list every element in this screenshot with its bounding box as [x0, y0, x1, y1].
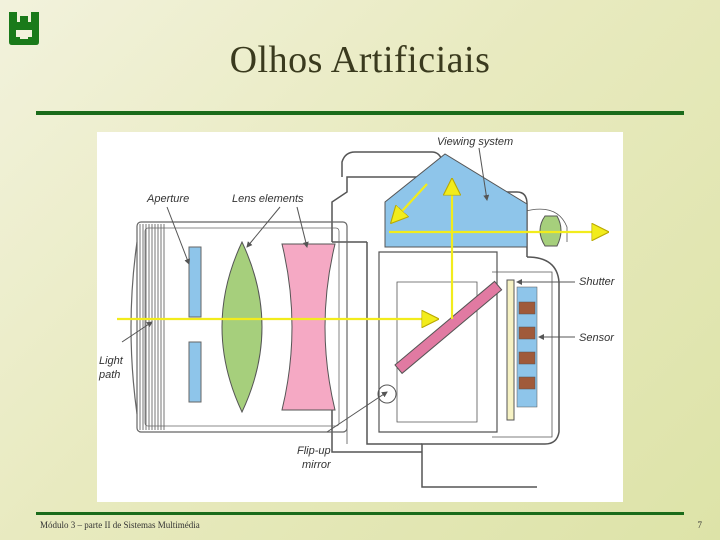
label-viewing-system: Viewing system: [437, 136, 513, 148]
camera-diagram: Viewing system Aperture Lens elements Sh…: [97, 132, 623, 502]
label-light-path-1: Light: [99, 355, 124, 367]
convex-lens: [221, 240, 263, 414]
label-sensor: Sensor: [579, 332, 615, 344]
footer-divider: [36, 512, 684, 515]
page-number: 7: [697, 520, 703, 530]
label-aperture: Aperture: [146, 193, 189, 205]
aperture-blade-bottom: [188, 341, 202, 403]
aperture-blade-top: [188, 246, 202, 318]
label-shutter: Shutter: [579, 276, 616, 288]
pentaprism: [384, 153, 528, 248]
image-sensor: [516, 286, 538, 408]
flip-up-mirror: [394, 280, 503, 375]
concave-lens: [281, 243, 336, 411]
label-flip-mirror-1: Flip-up: [297, 445, 331, 457]
footer-course: Módulo 3 – parte II de Sistemas Multiméd…: [40, 520, 200, 530]
label-light-path-2: path: [98, 369, 120, 381]
camera-body: [331, 151, 568, 488]
title-divider: [36, 111, 684, 115]
university-logo-icon: [9, 12, 39, 45]
shutter: [506, 279, 515, 421]
label-lens-elements: Lens elements: [232, 193, 304, 205]
label-flip-mirror-2: mirror: [302, 459, 332, 471]
light-path: [117, 180, 607, 319]
page-title: Olhos Artificiais: [229, 39, 491, 81]
